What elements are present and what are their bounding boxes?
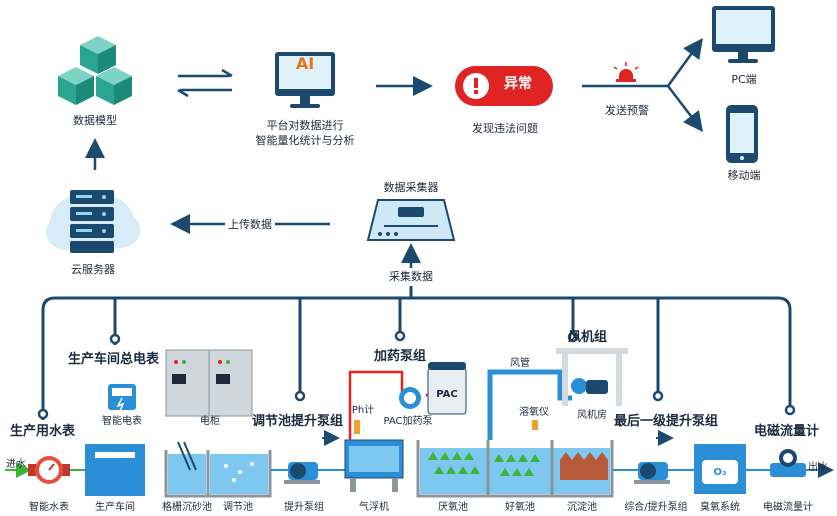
do-meter-label: 溶氧仪 bbox=[519, 407, 549, 418]
ai-text: AI bbox=[295, 54, 315, 73]
ozone-label: 臭氧系统 bbox=[700, 502, 740, 513]
bus-node-dots bbox=[37, 330, 796, 420]
platform-label-line1: 平台对数据进行 bbox=[266, 119, 344, 132]
upload-label: 上传数据 bbox=[225, 217, 275, 232]
data-bus bbox=[41, 286, 792, 420]
blower-room-label: 风机房 bbox=[577, 410, 607, 421]
aerobic-label: 好氧池 bbox=[505, 502, 535, 513]
final-pump-title: 最后一级提升泵组 bbox=[614, 414, 719, 429]
exchange-arrows-icon bbox=[177, 68, 233, 98]
electromagnetic-flowmeter-icon bbox=[770, 449, 806, 477]
collector-label: 数据采集器 bbox=[383, 181, 439, 194]
flowmeter-title: 电磁流量计 bbox=[754, 424, 820, 439]
ph-meter-icon bbox=[354, 420, 360, 434]
cloud-server-icon bbox=[46, 190, 140, 253]
smart-electric-meter-icon bbox=[108, 384, 136, 412]
find-violation-label: 发现违法问题 bbox=[472, 122, 538, 135]
o3-label: O₃ bbox=[713, 467, 727, 478]
blower-title: 风机组 bbox=[568, 330, 608, 345]
dosing-title: 加药泵组 bbox=[374, 349, 427, 364]
lift-pump-icon bbox=[284, 462, 320, 484]
electric-cabinet-icon bbox=[165, 349, 253, 417]
fork-up-arrow bbox=[666, 37, 703, 87]
air-pipe-label: 风管 bbox=[510, 358, 530, 369]
platform-label-line2: 智能量化统计与分析 bbox=[255, 134, 355, 147]
inlet-label: 进水 bbox=[6, 459, 26, 470]
pac-pump-label: PAC加药泵 bbox=[383, 416, 433, 427]
do-meter-icon bbox=[532, 420, 538, 430]
ai-monitor-icon bbox=[275, 52, 335, 108]
blower-room-icon bbox=[556, 348, 628, 406]
lift-pump-label: 提升泵组 bbox=[284, 502, 324, 513]
data-model-label: 数据模型 bbox=[73, 114, 117, 127]
send-alert-label: 发送预警 bbox=[605, 104, 649, 117]
flotation-machine-icon bbox=[344, 439, 404, 492]
smart-water-meter-label: 智能水表 bbox=[29, 502, 69, 513]
fork-down-arrow bbox=[667, 85, 704, 132]
water-meter-title: 生产用水表 bbox=[10, 424, 76, 439]
pac-tank-icon bbox=[427, 362, 467, 415]
smart-meter-label: 智能电表 bbox=[102, 416, 142, 427]
final-lift-pump-icon bbox=[634, 462, 670, 484]
regulating-label: 调节池 bbox=[223, 502, 253, 513]
data-collector-icon bbox=[366, 199, 456, 241]
ph-meter-label: Ph计 bbox=[351, 405, 375, 416]
outlet-label: 出水 bbox=[808, 462, 828, 473]
grit-label: 格栅沉砂池 bbox=[162, 502, 212, 513]
cloud-server-label: 云服务器 bbox=[71, 263, 115, 276]
pc-label: PC端 bbox=[731, 73, 757, 86]
biological-tanks bbox=[416, 440, 614, 498]
data-model-cubes-icon bbox=[58, 36, 132, 105]
pc-monitor-icon bbox=[712, 6, 775, 63]
combined-pump-label: 综合/提升泵组 bbox=[624, 502, 688, 513]
sedimentation-label: 沉淀池 bbox=[567, 502, 597, 513]
flotation-label: 气浮机 bbox=[359, 502, 389, 513]
flowmeter-label: 电磁流量计 bbox=[763, 502, 813, 513]
mobile-phone-icon bbox=[726, 105, 758, 163]
ozone-system-icon bbox=[694, 444, 746, 494]
anaerobic-label: 厌氧池 bbox=[438, 502, 468, 513]
lift-pump-title: 调节池提升泵组 bbox=[252, 414, 344, 429]
dosing-pipe bbox=[348, 370, 404, 440]
abnormal-alert-badge bbox=[455, 66, 553, 106]
workshop-label: 生产车间 bbox=[95, 502, 135, 513]
grit-and-regulating-tanks bbox=[164, 441, 272, 498]
workshop-meter-title: 生产车间总电表 bbox=[68, 352, 160, 367]
smart-water-meter-icon bbox=[28, 456, 70, 484]
abnormal-text: 异常 bbox=[504, 76, 532, 92]
collect-label: 采集数据 bbox=[389, 270, 433, 283]
workshop-building-icon bbox=[85, 444, 145, 496]
mobile-label: 移动端 bbox=[727, 169, 761, 182]
cabinet-label: 电柜 bbox=[200, 416, 220, 427]
siren-icon bbox=[613, 62, 639, 82]
pac-pump-icon bbox=[399, 387, 421, 409]
pac-tank-label: PAC bbox=[436, 389, 458, 400]
